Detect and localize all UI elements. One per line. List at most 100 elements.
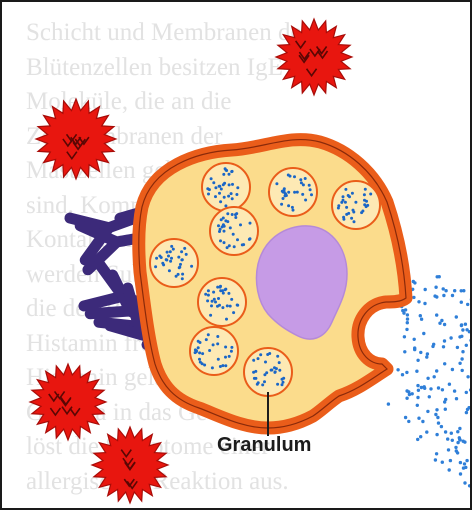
granule-dot xyxy=(364,188,367,191)
released-dot xyxy=(426,352,429,355)
allergen-body xyxy=(276,19,352,95)
released-dot xyxy=(428,395,431,398)
granule-dot xyxy=(181,273,184,276)
granule-dot xyxy=(352,209,355,212)
granule-dot xyxy=(207,193,210,196)
granule-dot xyxy=(263,380,266,383)
granule-dot xyxy=(228,355,231,358)
released-dot xyxy=(412,296,415,299)
released-dot xyxy=(449,459,452,462)
released-dot xyxy=(455,397,458,400)
released-dot xyxy=(426,410,429,413)
granule-dot xyxy=(265,371,268,374)
released-dot xyxy=(465,344,468,347)
released-dot xyxy=(416,384,419,387)
released-dot xyxy=(463,462,466,465)
allergen xyxy=(276,19,352,95)
granule-dot xyxy=(226,220,229,223)
granule-dot xyxy=(185,253,188,256)
released-dot xyxy=(442,294,445,297)
granule-dot xyxy=(259,353,262,356)
released-dot xyxy=(437,421,440,424)
released-dot xyxy=(413,348,416,351)
released-dot xyxy=(416,404,419,407)
granule-dot xyxy=(351,192,354,195)
granule-dot xyxy=(363,199,366,202)
granule-dot xyxy=(304,199,307,202)
granule-dot xyxy=(230,298,233,301)
granule-dot xyxy=(226,246,229,249)
released-dot xyxy=(444,408,447,411)
granule-dot xyxy=(210,304,213,307)
released-dot xyxy=(448,468,451,471)
released-dot xyxy=(461,328,464,331)
granule-dot xyxy=(282,197,285,200)
released-dot xyxy=(406,317,409,320)
granule-dot xyxy=(361,210,364,213)
antibody-arm xyxy=(84,296,123,306)
granule-dot xyxy=(249,222,252,225)
released-dot xyxy=(464,466,467,469)
released-dot xyxy=(458,427,461,430)
granule-dot xyxy=(261,383,264,386)
granule-dot xyxy=(178,266,181,269)
granule-dot xyxy=(221,364,224,367)
granule-dot xyxy=(158,255,161,258)
granule-dot xyxy=(253,377,256,380)
granule xyxy=(332,181,380,229)
granule-dot xyxy=(363,193,366,196)
granule-dot xyxy=(210,177,213,180)
released-dot xyxy=(413,338,416,341)
granule-dot xyxy=(224,204,227,207)
released-dot xyxy=(412,280,415,283)
granule-dot xyxy=(353,220,356,223)
released-dot xyxy=(417,389,420,392)
released-dot xyxy=(448,383,451,386)
released-dot xyxy=(424,288,427,291)
granule-dot xyxy=(354,201,357,204)
granule xyxy=(210,207,258,255)
released-dot xyxy=(465,411,468,414)
released-dot xyxy=(433,294,436,297)
released-dot xyxy=(404,416,407,419)
granule-dot xyxy=(221,289,224,292)
granule-dot xyxy=(299,178,302,181)
granule-dot xyxy=(218,230,221,233)
granule-dot xyxy=(179,263,182,266)
released-dot xyxy=(405,397,408,400)
granule-dot xyxy=(257,381,260,384)
granule-dot xyxy=(198,358,201,361)
released-dot xyxy=(426,377,429,380)
granule-dot xyxy=(223,241,226,244)
released-dot xyxy=(443,362,446,365)
granule-dot xyxy=(216,335,219,338)
granule-dot xyxy=(266,353,269,356)
granule-dot xyxy=(169,260,172,263)
granule-dot xyxy=(234,213,237,216)
granule-dot xyxy=(230,350,233,353)
granule-dot xyxy=(276,355,279,358)
released-dot xyxy=(420,318,423,321)
released-dot xyxy=(396,368,399,371)
granule-dot xyxy=(229,226,232,229)
released-dot xyxy=(467,406,470,409)
granule-dot xyxy=(232,233,235,236)
granule-dot xyxy=(344,201,347,204)
granule-dot xyxy=(236,304,239,307)
released-dot xyxy=(460,289,463,292)
granule-dot xyxy=(206,187,209,190)
released-dot xyxy=(417,417,420,420)
granule-dot xyxy=(224,288,227,291)
granule-dot xyxy=(229,305,232,308)
granule-dot xyxy=(216,286,219,289)
granule-dot xyxy=(254,370,257,373)
released-dot xyxy=(434,286,437,289)
granule-dot xyxy=(293,175,296,178)
released-dot xyxy=(435,313,438,316)
released-dot xyxy=(423,385,426,388)
released-dot xyxy=(403,335,406,338)
granule-dot xyxy=(226,304,229,307)
released-dot xyxy=(419,314,422,317)
granule-dot xyxy=(207,289,210,292)
